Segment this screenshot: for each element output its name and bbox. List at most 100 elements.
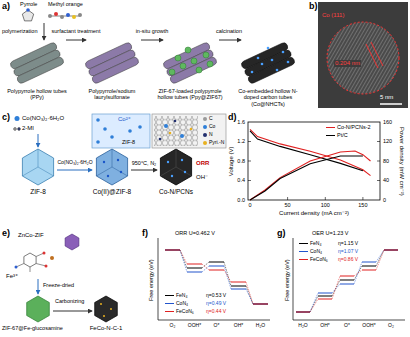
panel-label: g) — [277, 228, 286, 238]
znco-zif-icon — [65, 234, 79, 250]
step-label: 950°C, N₂ — [132, 160, 157, 166]
legend-text: Pyri.-N — [209, 140, 224, 146]
tick-label: 0.0 — [237, 197, 245, 203]
reagent-name: Co(NO₃)₂·6H₂O — [22, 115, 64, 122]
legend-line-sample — [165, 311, 174, 312]
overpotential: η=0.44 V — [206, 309, 226, 315]
nitrogen-atom — [26, 8, 30, 12]
stage-label: Polypyrrole hollow tubes (PPy) — [3, 88, 71, 101]
stage-label: Polypyrrole/sodium laurylsulfonate — [78, 88, 146, 101]
zif67-fe-crystal — [27, 296, 50, 322]
tick-label: 80 — [383, 158, 389, 164]
tick-marks — [248, 142, 380, 201]
axis-title: Free energy (eV) — [284, 259, 290, 301]
plot-title: ORR U=0.462 V — [175, 230, 215, 236]
legend-item: FeCoN₆ — [165, 309, 194, 315]
legend-text: N — [209, 132, 213, 138]
panel-label: c) — [2, 112, 10, 122]
ion-label: Fe³⁺ — [6, 273, 18, 280]
zif8-crystal — [22, 149, 53, 185]
legend-item: FeN₄ — [299, 241, 322, 247]
molecules — [22, 8, 82, 21]
step-label: surfactant treatment — [52, 28, 101, 34]
power-curve — [250, 151, 371, 200]
lattice-region — [327, 22, 399, 94]
stage-label: Co-embedded hollow N-doped carbon tubes … — [233, 88, 303, 107]
panel-label: d) — [228, 112, 237, 122]
legend-line-sample — [299, 251, 308, 252]
tick-label: 40 — [383, 177, 389, 183]
overpotential: η=0.49 V — [206, 301, 226, 307]
lattice-marker — [366, 42, 383, 68]
atom — [48, 14, 52, 18]
species-label: OH⁻ — [196, 174, 208, 181]
level-connectors — [180, 250, 253, 304]
co-zif8-crystal — [96, 149, 127, 185]
ppy-sls-tubes — [84, 42, 139, 85]
legend-text: C — [209, 116, 213, 122]
axis-title: Current density (mA cm⁻²) — [279, 210, 349, 217]
2mi-icon — [14, 128, 21, 131]
legend-line-sample — [326, 135, 335, 136]
energy-levels — [296, 250, 398, 312]
legend-text: FeCoN₆ — [176, 309, 194, 315]
legend-line-sample — [299, 243, 308, 244]
overpotential: η=1.07 V — [338, 249, 358, 255]
step-label: Co(NO₃)₂·6H₂O — [57, 160, 92, 166]
plot-frame — [248, 122, 380, 200]
zif67-particles — [169, 47, 213, 75]
atom — [60, 15, 64, 19]
tick-label: 0.8 — [237, 158, 245, 164]
lattice-atoms — [159, 120, 193, 141]
legend-swatch — [203, 141, 207, 145]
legend-text: FeN₄ — [176, 293, 188, 299]
step-name: O₂ — [388, 323, 394, 329]
step-name: OOH* — [362, 323, 375, 329]
tick-label: 0 — [248, 202, 251, 208]
legend-swatch — [203, 117, 207, 121]
legend-item: CoN₄ — [165, 301, 188, 307]
co-salt-icon — [15, 116, 20, 121]
legend-item: FeCoN₆ — [299, 257, 328, 263]
legend-text: CoN₄ — [310, 249, 322, 255]
glucosamine-molecule — [15, 252, 55, 273]
legend-text: FeCoN₆ — [310, 257, 328, 263]
plot-title: OER U=1.23 V — [312, 230, 349, 236]
panel-label: b) — [309, 1, 318, 11]
step-label: in-situ growth — [136, 28, 169, 34]
crystal-label: ZIF-8 — [30, 188, 46, 195]
legend-swatch — [203, 125, 207, 129]
tick-label: 0.4 — [237, 177, 245, 183]
scale-bar-label: 5 nm — [380, 94, 393, 101]
axes — [158, 238, 270, 320]
molecule-name: Pyrrole — [20, 1, 37, 7]
legend-line-sample — [326, 127, 335, 128]
voltage-curve — [250, 129, 371, 175]
overpotential: η=0.53 V — [206, 293, 226, 299]
graphene-lattice — [154, 116, 198, 146]
dashed-circle — [327, 22, 399, 94]
legend-text: Co — [209, 124, 215, 130]
molecule-name: Methyl orange — [48, 1, 83, 7]
legend-item: Pt/C — [326, 132, 348, 138]
crystal-label: Co-N/PCNs — [159, 188, 193, 195]
legend-text: Co-N/PCNs-2 — [337, 124, 371, 130]
step-arrow — [57, 170, 92, 171]
step-name: H₂O — [298, 323, 307, 329]
panel-label: a) — [2, 1, 10, 11]
scale-bar — [380, 103, 402, 105]
overpotential: η=0.86 V — [338, 257, 358, 263]
level-connectors — [310, 250, 384, 312]
stage-label: ZIF-67-loaded polypyrrole hollow tubes (… — [155, 88, 225, 101]
legend-line-sample — [165, 295, 174, 296]
step-arrow — [131, 170, 157, 171]
co-nanoparticles — [251, 47, 290, 74]
step-name: O* — [214, 323, 220, 329]
tick-label: 120 — [383, 138, 392, 144]
tick-label: 50 — [285, 202, 291, 208]
crystal-label: Co(II)@ZIF-8 — [93, 188, 131, 195]
step-arrows — [66, 40, 241, 41]
atom — [72, 15, 76, 19]
axis-title: Voltage (V) — [229, 146, 236, 176]
